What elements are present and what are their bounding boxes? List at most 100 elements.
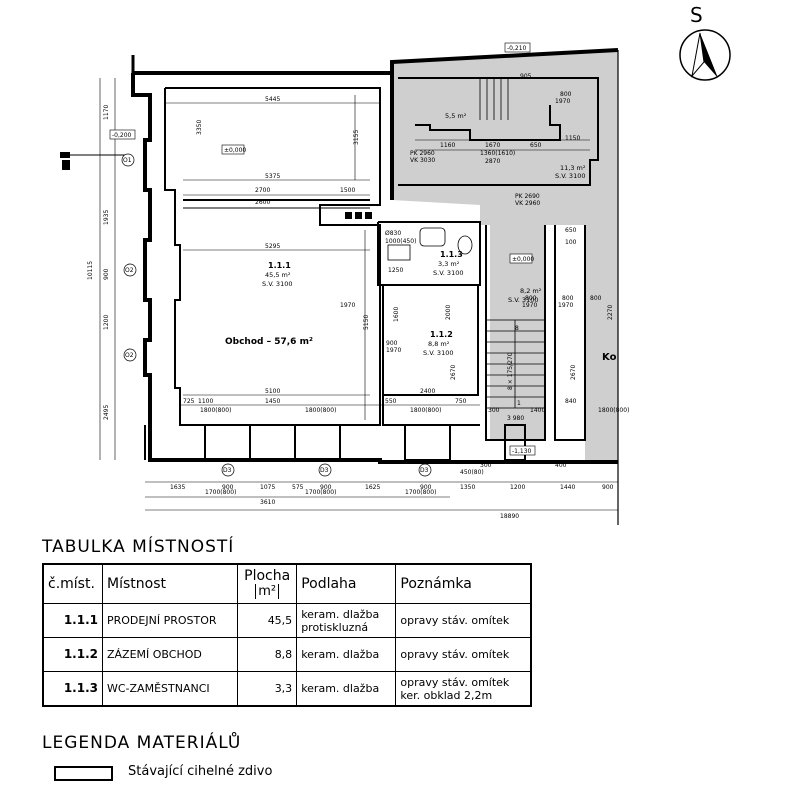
dim-left-a: 1170 xyxy=(103,105,110,120)
g2-area: 11,3 m² xyxy=(560,164,586,172)
row-note-line1: opravy stáv. omítek xyxy=(400,614,510,627)
dim-sc2: 8 × 175/270 xyxy=(507,352,514,390)
tag-d3: D3 xyxy=(420,467,429,474)
dim-door-e: 2670 xyxy=(570,365,577,380)
dim-bw2: 1700(800) xyxy=(305,489,336,496)
header-note: Poznámka xyxy=(395,563,532,604)
dim-total2: 18890 xyxy=(500,513,519,520)
legend-title: LEGENDA MATERIÁLŮ xyxy=(42,733,242,753)
dim-mid2: 5100 xyxy=(265,388,280,395)
dim-fl1: 800 xyxy=(525,295,537,302)
dim-st2: 1670 xyxy=(485,142,500,149)
header-floor: Podlaha xyxy=(296,563,397,604)
header-area-unit: m² xyxy=(255,584,280,599)
header-num: č.míst. xyxy=(42,563,103,604)
dim-st6: 1150 xyxy=(565,135,580,142)
row-floor: keram. dlažba xyxy=(296,671,397,707)
row-floor: keram. dlažba protiskluzná xyxy=(296,603,397,638)
dim-s5: 750 xyxy=(455,398,467,405)
dim-h1: 1970 xyxy=(340,302,355,309)
g2-height: S.V. 3100 xyxy=(555,172,585,180)
dim-door-c: 1600 xyxy=(393,307,400,322)
partial-room-label: Ko xyxy=(602,352,617,363)
level-3: ±0,000 xyxy=(512,256,534,263)
dim-fl3: 800 xyxy=(562,295,574,302)
dim-win1: 1800(800) xyxy=(200,407,231,414)
dim-mid1: 5295 xyxy=(265,243,280,250)
dim-b6: 1625 xyxy=(365,484,380,491)
row-name: PRODEJNÍ PROSTOR xyxy=(101,603,239,638)
header-area: Plocha m² xyxy=(237,563,298,604)
row-note-line2: ker. obklad 2,2m xyxy=(400,688,493,702)
dim-top3: 2700 xyxy=(255,187,270,194)
dim-top1: 5445 xyxy=(265,96,280,103)
section-marker xyxy=(60,152,130,170)
dim-wc2: 1000(450) xyxy=(385,238,416,245)
dim-sc5: 3 980 xyxy=(507,415,524,422)
row-note-line1: opravy stáv. omítek xyxy=(400,648,510,661)
row-area: 45,5 xyxy=(237,603,298,638)
outer-walls xyxy=(131,48,619,525)
row-floor-line1: keram. dlažba xyxy=(301,682,380,695)
dim-win4: 1800(800) xyxy=(598,407,629,414)
dim-h4: 3155 xyxy=(353,130,360,145)
row-area: 3,3 xyxy=(237,671,298,707)
dim-sc3: 1 xyxy=(517,400,521,407)
dim-bw1: 1700(800) xyxy=(205,489,236,496)
room-111-area: 45,5 m² xyxy=(265,271,291,279)
dim-total1: 3610 xyxy=(260,499,275,506)
row-note: opravy stáv. omítek ker. obklad 2,2m xyxy=(395,671,532,707)
dim-b8: 1350 xyxy=(460,484,475,491)
dim-k9: 300 xyxy=(480,462,492,469)
north-letter: S xyxy=(690,3,703,27)
dim-s1: 1100 xyxy=(198,398,213,405)
dim-b11: 900 xyxy=(602,484,614,491)
dim-fl2: 1970 xyxy=(522,302,537,309)
dim-door-b: 1970 xyxy=(386,347,401,354)
wc-fixtures xyxy=(387,227,473,261)
dim-h3: 3350 xyxy=(196,120,203,135)
dim-st4: 2870 xyxy=(485,158,500,165)
table-row: 1.1.1 PRODEJNÍ PROSTOR 45,5 keram. dlažb… xyxy=(42,603,532,638)
dim-fl4: 1970 xyxy=(558,302,573,309)
row-name: WC-ZAMĚSTNANCI xyxy=(101,671,239,707)
rooms-table-header: č.míst. Místnost Plocha m² Podlaha Pozná… xyxy=(42,563,532,604)
dim-b2: 900 xyxy=(222,484,234,491)
row-area: 8,8 xyxy=(237,637,298,672)
rooms-table-title: TABULKA MÍSTNOSTÍ xyxy=(42,537,235,557)
dim-st1: 1160 xyxy=(440,142,455,149)
level-5: -1,130 xyxy=(512,448,532,455)
tag-d2: D3 xyxy=(320,467,329,474)
dim-bw3: 1700(800) xyxy=(405,489,436,496)
dim-b5: 900 xyxy=(320,484,332,491)
table-row: 1.1.2 ZÁZEMÍ OBCHOD 8,8 keram. dlažba op… xyxy=(42,637,532,672)
dim-left-b: 1935 xyxy=(103,210,110,225)
dim-s2: 1450 xyxy=(265,398,280,405)
row-num: 1.1.2 xyxy=(42,637,103,672)
dim-b4: 575 xyxy=(292,484,304,491)
dim-left-d: 900 xyxy=(103,268,110,280)
room-113-number: 1.1.3 xyxy=(440,250,463,259)
row-floor-line1: keram. dlažba xyxy=(301,607,380,621)
dim-s3: 725 xyxy=(183,398,195,405)
level-marks: -0,200 ±0,000 ±0,000 -0,210 -1,130 xyxy=(109,42,536,456)
dim-win2: 1800(800) xyxy=(305,407,336,414)
dim-vk1: VK 3030 xyxy=(410,157,435,164)
header-name: Místnost xyxy=(101,563,239,604)
dim-door-a: 900 xyxy=(386,340,398,347)
dim-k5: 840 xyxy=(565,398,577,405)
dim-k7: 300 xyxy=(488,407,500,414)
shop-label: Obchod – 57,6 m² xyxy=(225,337,313,347)
row-name: ZÁZEMÍ OBCHOD xyxy=(101,637,239,672)
room-112-area: 8,8 m² xyxy=(428,340,450,348)
legend-swatch-brick xyxy=(54,766,113,781)
tag-d1: D3 xyxy=(223,467,232,474)
room-113-height: S.V. 3100 xyxy=(433,269,463,277)
staircase xyxy=(485,319,546,409)
room-113-area: 3,3 m² xyxy=(438,260,460,268)
dim-pk1: PK 2960 xyxy=(410,150,435,157)
level-1: -0,200 xyxy=(112,132,132,139)
dim-top2: 5375 xyxy=(265,173,280,180)
neighbor-area-shading xyxy=(392,50,618,460)
row-floor: keram. dlažba xyxy=(296,637,397,672)
